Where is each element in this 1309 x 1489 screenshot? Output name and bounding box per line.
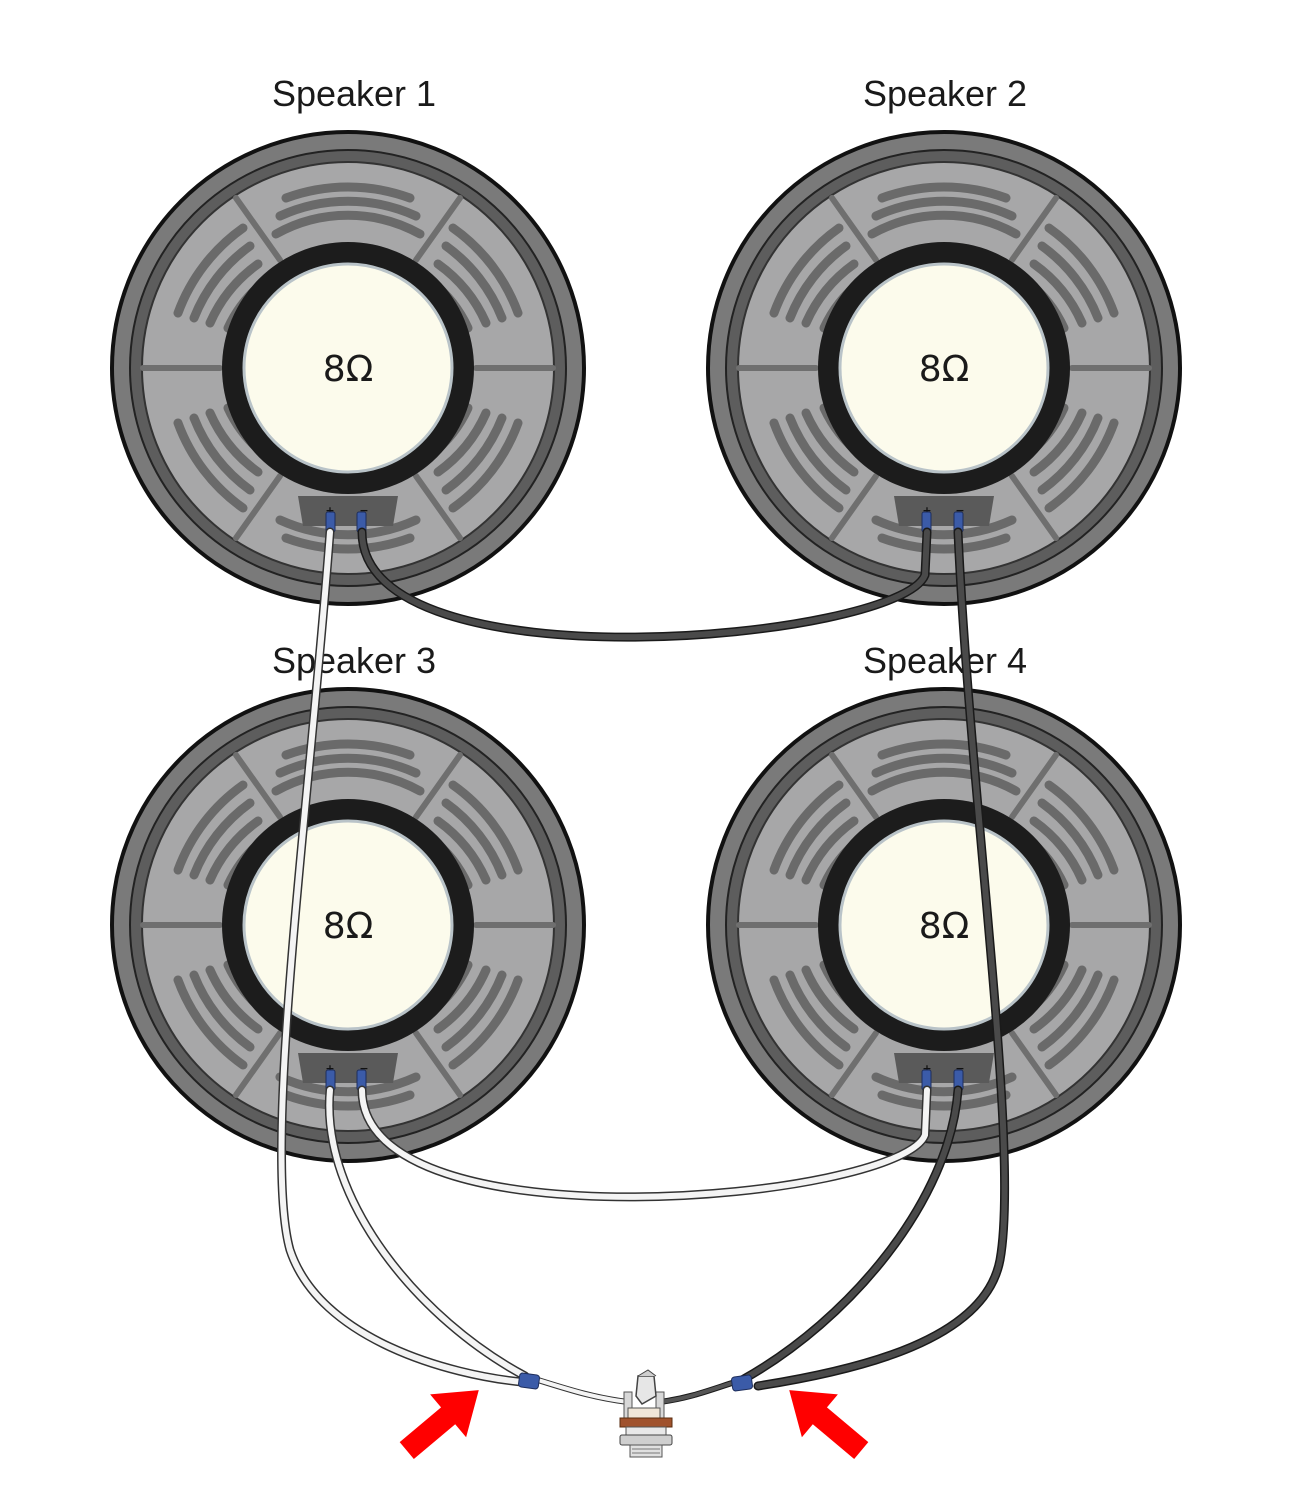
speaker-3-label: Speaker 3 [272, 640, 436, 681]
wire-s1-neg-to-s2-pos [357, 527, 932, 642]
speaker-1-impedance: 8Ω [323, 349, 373, 390]
speaker-4-negative-mark: − [955, 1062, 964, 1075]
speaker-3-positive-mark: + [325, 1062, 334, 1075]
speaker-4: 8Ω [708, 689, 1180, 1161]
wire-s2-neg-to-jack [753, 527, 1010, 1391]
splice-connector-black [731, 1374, 753, 1392]
speaker-2-positive-mark: + [922, 504, 931, 517]
terminal-lugs [325, 511, 964, 1091]
wire-s3-pos-to-jack [324, 1085, 530, 1381]
wire-s4-neg-to-jack [737, 1085, 963, 1385]
speaker-4-label: Speaker 4 [863, 640, 1027, 681]
jack-lead-white [535, 1377, 631, 1405]
speaker-2-negative-mark: − [955, 504, 964, 517]
speaker-1-negative-mark: − [359, 504, 368, 517]
speaker-2-impedance: 8Ω [919, 349, 969, 390]
arrow-right [789, 1390, 869, 1459]
speaker-3: 8Ω [112, 689, 584, 1161]
arrow-left [399, 1390, 479, 1459]
speaker-4-impedance: 8Ω [919, 906, 969, 947]
splice-connector-white [518, 1372, 540, 1390]
speaker-1-positive-mark: + [325, 504, 334, 517]
wire-s3-neg-to-s4-pos [357, 1085, 932, 1202]
output-jack [619, 1369, 673, 1458]
speaker-2: 8Ω [708, 132, 1180, 604]
jack-lead-black [657, 1379, 738, 1405]
speaker-1-label: Speaker 1 [272, 73, 436, 114]
speaker-3-impedance: 8Ω [323, 906, 373, 947]
speaker-2-label: Speaker 2 [863, 73, 1027, 114]
speaker-4-positive-mark: + [922, 1062, 931, 1075]
speaker-1: 8Ω [112, 132, 584, 604]
terminal-marks: + − + − + − + − [325, 504, 964, 1075]
wire-s1-pos-to-jack [276, 527, 527, 1387]
speaker-3-negative-mark: − [359, 1062, 368, 1075]
